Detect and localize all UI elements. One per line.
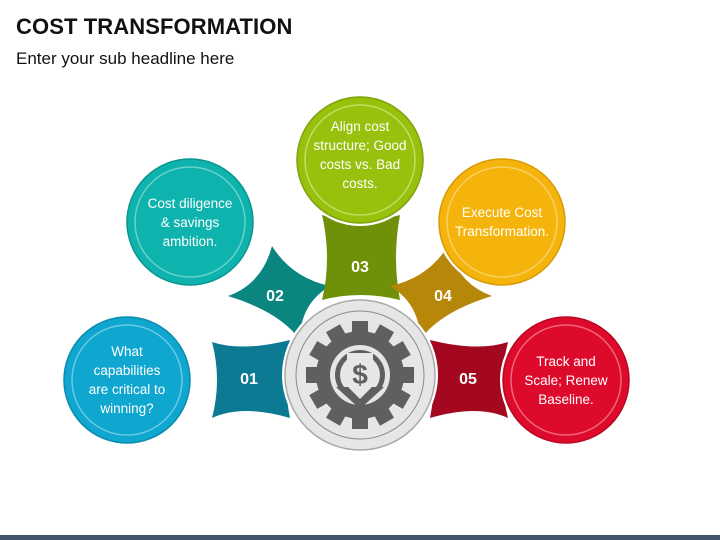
- step-01-number: 01: [240, 371, 258, 388]
- page-subtitle: Enter your sub headline here: [16, 49, 235, 68]
- page-title: COST TRANSFORMATION: [16, 14, 293, 39]
- step-03-number: 03: [351, 259, 369, 276]
- circle-01: [61, 314, 193, 446]
- step-04-number: 04: [434, 288, 452, 305]
- step-01-text: What capabilities are critical to winnin…: [88, 344, 166, 416]
- footer-bar: [0, 535, 720, 540]
- circle-05: [500, 314, 632, 446]
- circle-04: [436, 156, 568, 288]
- connector-03: [322, 215, 400, 300]
- step-02-number: 02: [266, 288, 284, 305]
- step-03-text: Align cost structure; Good costs vs. Bad…: [313, 119, 407, 191]
- connector-02: [228, 246, 330, 340]
- step-05-text: Track and Scale; Renew Baseline.: [524, 353, 608, 407]
- circle-03: [294, 94, 426, 226]
- step-02-text: Cost diligence & savings ambition.: [147, 195, 233, 249]
- gear-dollar-down-icon: $: [306, 321, 414, 429]
- connector-01: [212, 340, 290, 418]
- connector-05: [430, 340, 508, 418]
- connector-04: [390, 246, 492, 340]
- step-04-text: Execute Cost Transformation.: [454, 205, 550, 239]
- circle-02: [124, 156, 256, 288]
- step-05-number: 05: [459, 371, 477, 388]
- svg-text:$: $: [352, 359, 368, 390]
